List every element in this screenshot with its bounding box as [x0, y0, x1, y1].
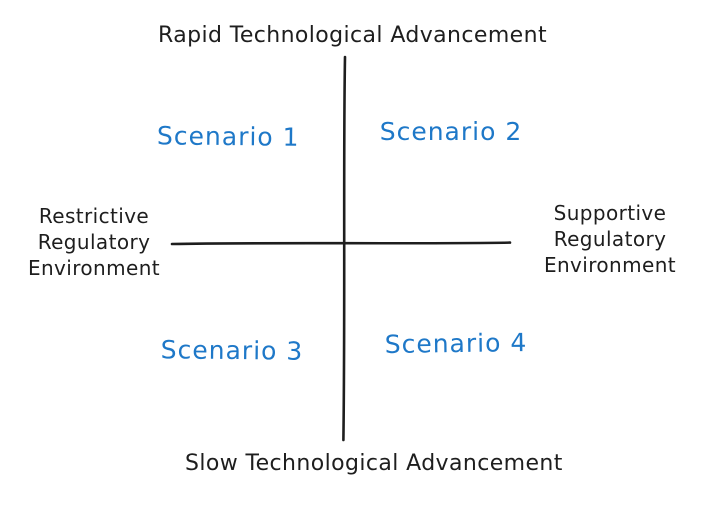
- right-axis-label-line3: Environment: [543, 253, 677, 277]
- left-axis-label-line2: Regulatory: [37, 230, 151, 254]
- horizontal-axis-line: [170, 241, 512, 246]
- quadrant-label-bottom-left: Scenario 3: [160, 335, 304, 366]
- left-axis-label-line1: Restrictive: [38, 204, 150, 228]
- vertical-axis-line: [342, 55, 347, 442]
- right-axis-label-line1: Supportive: [553, 201, 667, 225]
- quadrant-label-top-right: Scenario 2: [379, 117, 523, 146]
- right-axis-label: Supportive Regulatory Environment: [526, 200, 694, 278]
- right-axis-label-line2: Regulatory: [553, 227, 667, 251]
- top-axis-label: Rapid Technological Advancement: [158, 23, 547, 48]
- left-axis-label-line3: Environment: [27, 256, 161, 280]
- left-axis-label: Restrictive Regulatory Environment: [18, 203, 170, 281]
- quadrant-label-top-left: Scenario 1: [156, 121, 300, 152]
- bottom-axis-label: Slow Technological Advancement: [185, 451, 563, 476]
- quadrant-label-bottom-right: Scenario 4: [384, 328, 528, 359]
